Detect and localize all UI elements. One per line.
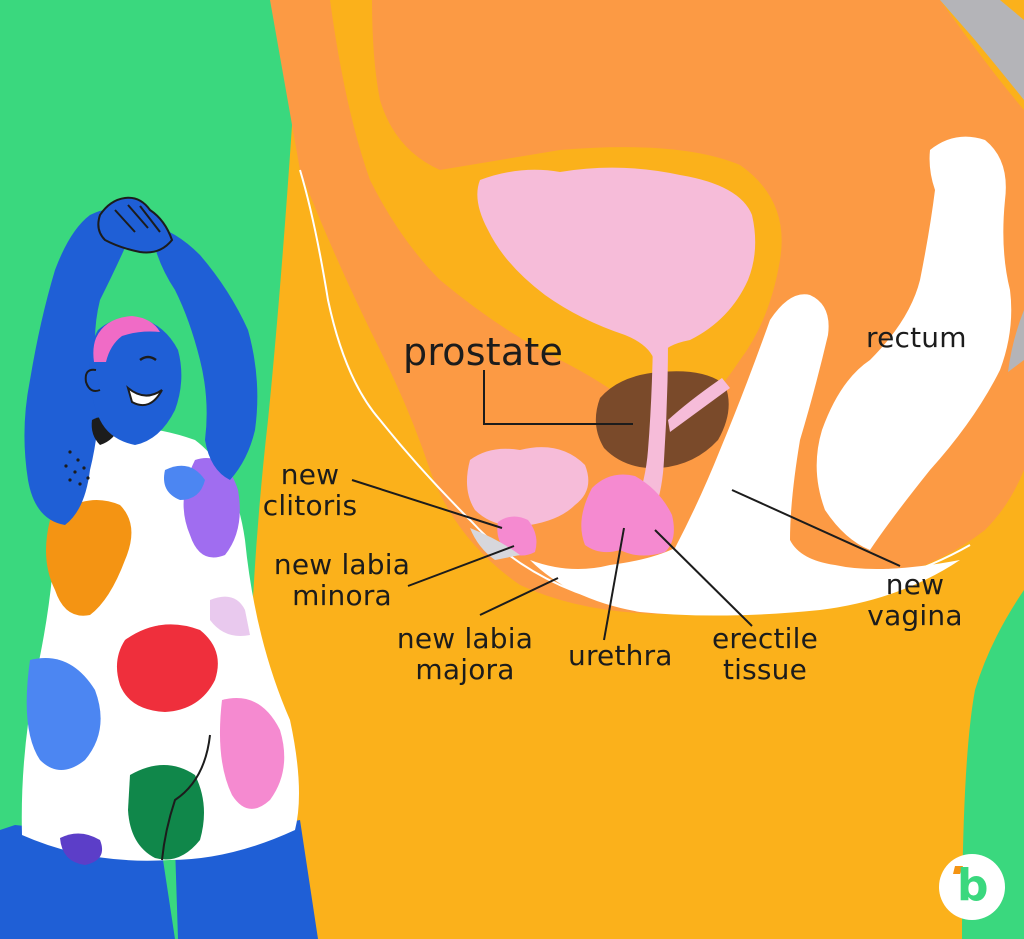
label-new-clitoris: new clitoris xyxy=(255,459,365,521)
person-head xyxy=(89,317,182,445)
clitoris-shape xyxy=(497,516,537,556)
label-urethra: urethra xyxy=(568,639,673,672)
label-new-labia-minora-line2: minora xyxy=(292,579,392,612)
labia-majora-shape xyxy=(466,447,589,526)
vagina-leader xyxy=(731,489,901,567)
label-prostate: prostate xyxy=(403,330,564,374)
label-new-clitoris-line1: new xyxy=(280,458,340,491)
person-left-arm xyxy=(24,209,136,525)
person-ear xyxy=(84,368,101,392)
label-new-vagina: new vagina xyxy=(850,569,980,631)
erectile-leader xyxy=(654,529,753,627)
urethra-branch xyxy=(668,378,730,432)
urethra-tube xyxy=(628,340,668,525)
label-erectile-tissue-line2: tissue xyxy=(722,653,808,686)
leader-lines xyxy=(351,370,901,641)
label-erectile-tissue-line1: erectile xyxy=(711,622,819,655)
label-new-labia-majora-line2: majora xyxy=(415,653,515,686)
shirt-spot-blue xyxy=(26,658,101,770)
shirt-spot-lilac xyxy=(210,596,250,636)
bladder xyxy=(477,167,756,362)
label-rectum: rectum xyxy=(866,321,967,354)
urethra-leader xyxy=(603,527,625,641)
shirt-spot-green xyxy=(128,765,204,860)
label-new-vagina-line1: new xyxy=(885,568,945,601)
labia-majora-leader xyxy=(479,577,559,616)
label-new-labia-minora: new labia minora xyxy=(262,549,422,611)
prostate-leader xyxy=(483,370,633,425)
shirt-spot-violet xyxy=(60,833,103,865)
finger-lines xyxy=(114,204,161,233)
logo-accent xyxy=(953,866,963,874)
label-new-clitoris-line2: clitoris xyxy=(262,489,358,522)
label-erectile-tissue: erectile tissue xyxy=(700,623,830,685)
shirt-spot-blue-right xyxy=(164,465,205,500)
vagina-cavity xyxy=(530,294,960,616)
shirt-spot-pink xyxy=(219,698,285,809)
label-new-labia-minora-line1: new labia xyxy=(273,548,411,581)
erectile-tissue-organ xyxy=(581,474,674,556)
person-hair xyxy=(93,316,160,362)
labia-minora-leader xyxy=(407,545,515,587)
label-new-labia-majora-line1: new labia xyxy=(396,622,534,655)
person-right-arm xyxy=(150,225,258,480)
shirt-line xyxy=(161,734,211,861)
rectum-organ xyxy=(816,136,1012,550)
armpit-hair xyxy=(64,450,90,486)
person-smile xyxy=(126,385,163,406)
tailbone xyxy=(1008,310,1024,372)
shirt-spot-red xyxy=(116,624,218,712)
grey-fold xyxy=(470,528,520,560)
pubic-bone xyxy=(940,0,1024,100)
shirt-spot-orange xyxy=(46,500,132,616)
label-new-vagina-line2: vagina xyxy=(867,599,963,632)
label-new-labia-majora: new labia majora xyxy=(385,623,545,685)
clitoris-leader xyxy=(351,479,503,529)
logo-letter: b xyxy=(957,860,989,911)
person-eye xyxy=(139,355,157,362)
